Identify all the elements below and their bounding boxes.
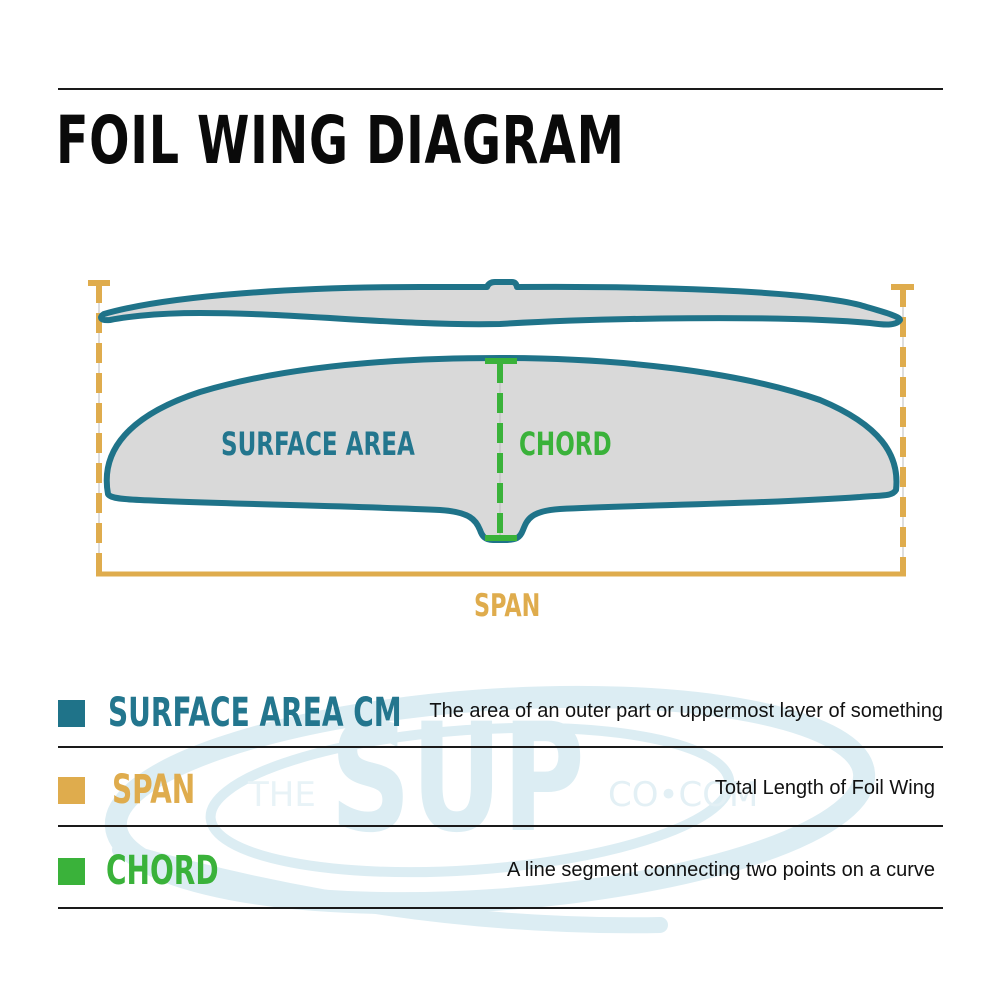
surface-area-swatch-icon <box>58 700 85 727</box>
watermark-the: THE <box>247 775 316 815</box>
legend-item-surface-area: SURFACE AREA CM The area of an outer par… <box>58 690 943 746</box>
legend-name: SPAN <box>112 767 196 813</box>
wing-front-profile <box>98 279 903 328</box>
legend-item-span: SPAN Total Length of Foil Wing <box>58 766 943 822</box>
legend-description: The area of an outer part or uppermost l… <box>429 700 943 722</box>
surface-area-label: SURFACE AREA <box>221 425 415 463</box>
legend-description: Total Length of Foil Wing <box>714 777 935 799</box>
wing-planform <box>103 355 900 543</box>
legend-name: CHORD <box>106 848 219 894</box>
span-label: SPAN <box>474 588 541 624</box>
watermark-coom: CO•COM <box>608 775 758 815</box>
legend-name: SURFACE AREA CM <box>108 690 402 736</box>
watermark-sup: SUP <box>330 692 585 866</box>
foil-wing-diagram <box>88 279 914 577</box>
legend-description: A line segment connecting two points on … <box>506 859 935 881</box>
span-swatch-icon <box>58 777 85 804</box>
legend-item-chord: CHORD A line segment connecting two poin… <box>58 848 943 904</box>
bottom-divider <box>58 907 943 909</box>
legend-divider <box>58 746 943 748</box>
chord-swatch-icon <box>58 858 85 885</box>
chord-marker <box>485 358 517 541</box>
chord-label: CHORD <box>519 425 612 463</box>
span-bracket <box>88 280 914 577</box>
legend-divider <box>58 825 943 827</box>
top-divider <box>58 88 943 90</box>
page-title: FOIL WING DIAGRAM <box>56 102 625 179</box>
